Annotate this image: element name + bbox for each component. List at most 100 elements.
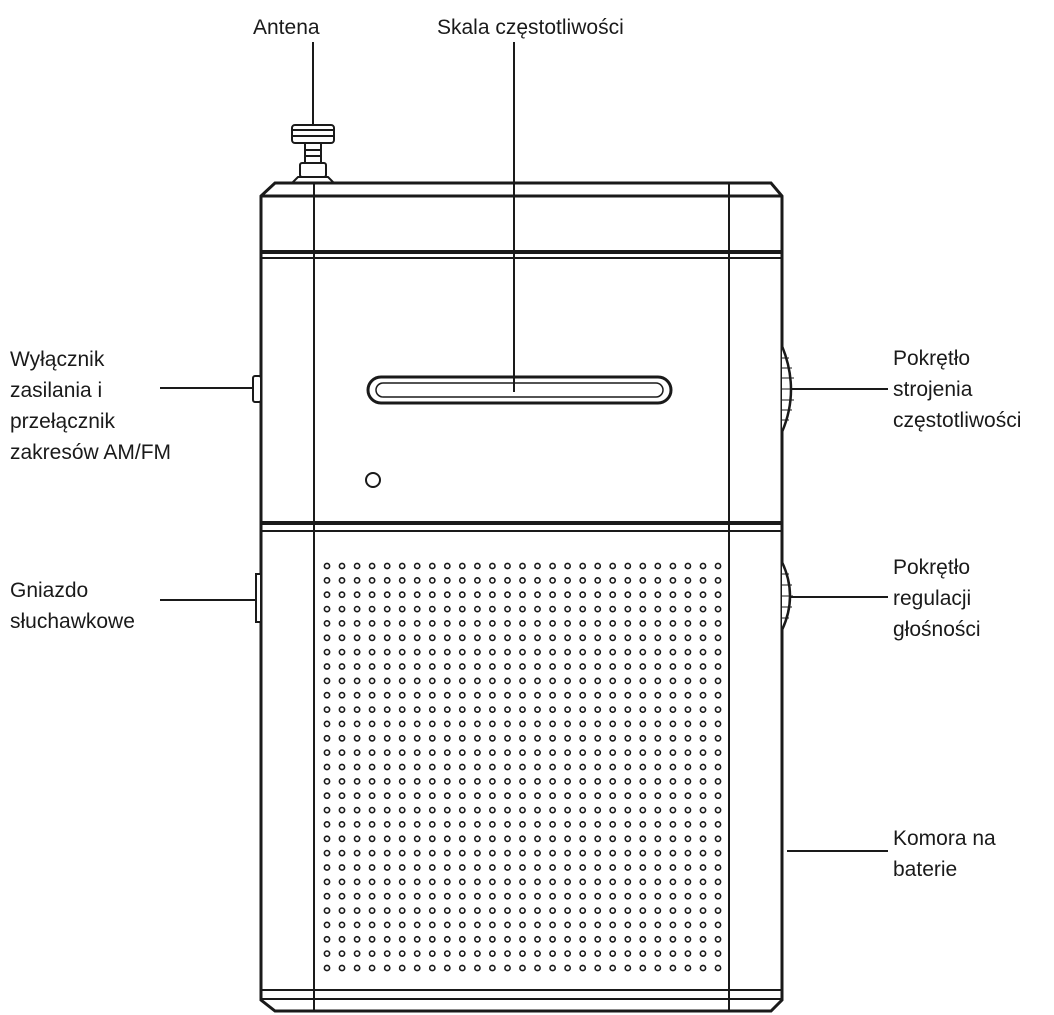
grille-hole xyxy=(534,821,541,828)
grille-hole xyxy=(353,591,361,599)
grille-hole xyxy=(368,720,376,728)
grille-hole xyxy=(383,835,391,843)
grille-hole xyxy=(609,763,617,771)
grille-hole xyxy=(519,734,526,742)
grille-hole xyxy=(428,577,436,584)
grille-hole xyxy=(398,849,406,857)
grille-hole xyxy=(458,935,466,943)
grille-hole xyxy=(699,663,707,670)
grille-hole xyxy=(549,605,556,613)
grille-hole xyxy=(368,691,376,699)
grille-hole xyxy=(714,763,722,771)
grille-hole xyxy=(413,749,421,756)
grille-hole xyxy=(624,964,632,972)
grille-hole xyxy=(534,691,541,699)
speaker-grille xyxy=(323,562,722,972)
grille-hole xyxy=(639,806,647,814)
grille-hole xyxy=(504,591,511,599)
grille-hole xyxy=(684,864,692,871)
grille-hole xyxy=(488,878,496,886)
grille-hole xyxy=(458,821,466,828)
grille-hole xyxy=(338,663,346,670)
grille-hole xyxy=(594,706,602,713)
grille-hole xyxy=(443,792,451,800)
grille-hole xyxy=(624,835,632,843)
grille-hole xyxy=(549,763,556,771)
grille-hole xyxy=(609,950,617,957)
grille-hole xyxy=(473,821,481,828)
grille-hole xyxy=(579,677,587,685)
grille-hole xyxy=(534,562,541,570)
grille-hole xyxy=(579,835,587,843)
grille-hole xyxy=(398,792,406,800)
grille-hole xyxy=(338,878,346,886)
grille-hole xyxy=(564,806,571,814)
grille-hole xyxy=(684,720,692,728)
grille-hole xyxy=(684,892,692,900)
grille-hole xyxy=(609,634,617,642)
grille-hole xyxy=(714,892,722,900)
grille-hole xyxy=(398,864,406,871)
grille-hole xyxy=(338,778,346,785)
grille-hole xyxy=(639,620,647,627)
grille-hole xyxy=(504,749,511,756)
grille-hole xyxy=(323,821,331,828)
grille-hole xyxy=(504,950,511,957)
grille-hole xyxy=(428,648,436,656)
grille-hole xyxy=(699,950,707,957)
grille-hole xyxy=(534,864,541,871)
grille-hole xyxy=(338,849,346,857)
grille-hole xyxy=(353,950,361,957)
grille-hole xyxy=(684,577,692,584)
grille-hole xyxy=(398,878,406,886)
grille-hole xyxy=(699,921,707,929)
grille-hole xyxy=(443,720,451,728)
grille-hole xyxy=(639,749,647,756)
grille-hole xyxy=(579,778,587,785)
grille-hole xyxy=(624,720,632,728)
grille-hole xyxy=(549,806,556,814)
grille-hole xyxy=(564,849,571,857)
grille-hole xyxy=(368,907,376,914)
grille-hole xyxy=(473,706,481,713)
grille-hole xyxy=(549,634,556,642)
grille-hole xyxy=(534,720,541,728)
grille-hole xyxy=(383,706,391,713)
grille-hole xyxy=(488,620,496,627)
grille-hole xyxy=(368,792,376,800)
grille-hole xyxy=(504,907,511,914)
grille-hole xyxy=(504,720,511,728)
grille-hole xyxy=(519,778,526,785)
grille-hole xyxy=(669,792,677,800)
grille-hole xyxy=(684,907,692,914)
grille-hole xyxy=(368,605,376,613)
grille-hole xyxy=(368,677,376,685)
grille-hole xyxy=(428,864,436,871)
grille-hole xyxy=(594,763,602,771)
grille-hole xyxy=(669,763,677,771)
grille-hole xyxy=(458,591,466,599)
grille-hole xyxy=(714,907,722,914)
grille-hole xyxy=(624,806,632,814)
grille-hole xyxy=(519,935,526,943)
grille-hole xyxy=(488,634,496,642)
grille-hole xyxy=(504,691,511,699)
grille-hole xyxy=(669,935,677,943)
grille-hole xyxy=(428,806,436,814)
grille-hole xyxy=(398,591,406,599)
grille-hole xyxy=(338,907,346,914)
grille-hole xyxy=(579,907,587,914)
grille-hole xyxy=(443,663,451,670)
grille-hole xyxy=(323,720,331,728)
grille-hole xyxy=(609,907,617,914)
grille-hole xyxy=(473,778,481,785)
grille-hole xyxy=(504,734,511,742)
grille-hole xyxy=(398,634,406,642)
grille-hole xyxy=(549,663,556,670)
grille-hole xyxy=(654,620,662,627)
grille-hole xyxy=(714,835,722,843)
grille-hole xyxy=(609,778,617,785)
grille-hole xyxy=(684,792,692,800)
grille-hole xyxy=(669,677,677,685)
grille-hole xyxy=(323,907,331,914)
